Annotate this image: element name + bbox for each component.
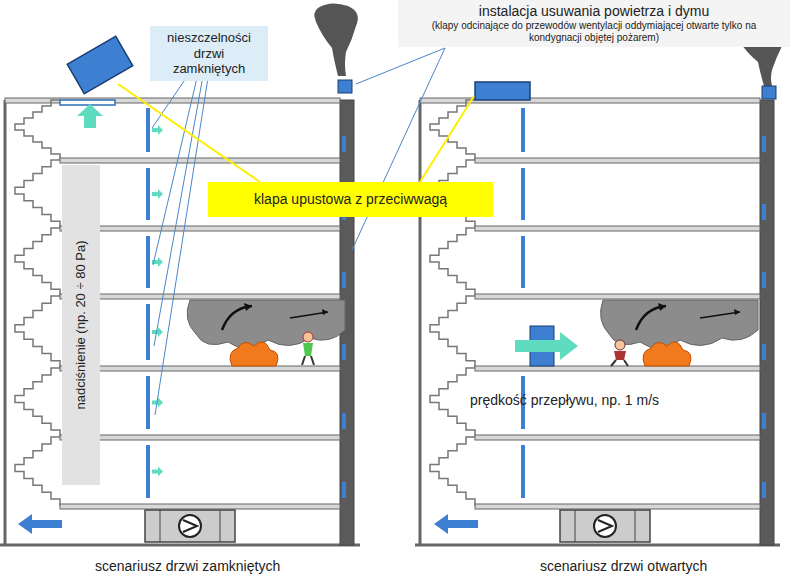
- intake-arrow: [434, 514, 478, 534]
- flow-velocity-label: prędkość przepływu, np. 1 m/s: [470, 392, 659, 408]
- floor-slab: [475, 158, 760, 163]
- stair-flight: [15, 437, 60, 506]
- exhaust-fan: [762, 86, 776, 99]
- shaft-damper: [342, 344, 346, 360]
- leader-lines: [152, 48, 445, 415]
- exhaust-fan: [338, 80, 352, 93]
- airflow-arrow: [77, 104, 103, 128]
- smoke-plume: [314, 3, 357, 76]
- ground-line: [415, 544, 780, 547]
- leak-arrow: [152, 467, 163, 477]
- floor-slab: [475, 366, 760, 371]
- leak-arrow: [152, 189, 163, 199]
- building-structure: [0, 98, 780, 545]
- open-flap: [67, 36, 132, 93]
- supply-fan: [145, 510, 235, 542]
- outer-wall: [419, 100, 422, 545]
- closed-door: [146, 445, 150, 498]
- stair-flight: [430, 437, 475, 506]
- callout-text: klapa upustowa z przeciwwagą: [214, 191, 487, 208]
- callout-text: instalacja usuwania powietrza i dymu: [406, 3, 782, 20]
- shaft-damper: [762, 204, 766, 220]
- callout-box: nieszczelności drzwi zamkniętych: [150, 26, 268, 81]
- closed-door: [146, 304, 150, 360]
- closed-door: [521, 168, 525, 220]
- airflow-arrow: [515, 332, 578, 360]
- fire: [230, 342, 278, 366]
- floor-slab: [475, 504, 760, 509]
- floor-slab: [60, 366, 340, 371]
- closed-door: [521, 108, 525, 152]
- floor-slab: [475, 294, 760, 299]
- stair-flight: [15, 160, 60, 228]
- floor-slab: [60, 226, 340, 231]
- floor-slab: [475, 226, 760, 231]
- closed-door: [146, 236, 150, 288]
- floor-slab: [475, 435, 760, 440]
- stair-flight: [430, 228, 475, 296]
- supply-fan: [560, 510, 650, 542]
- ground-line: [0, 544, 360, 547]
- closed-door: [521, 236, 525, 288]
- scenario-caption: scenariusz drzwi zamkniętych: [95, 558, 280, 574]
- callout-box: instalacja usuwania powietrza i dymu(kla…: [398, 0, 790, 47]
- smoke-cloud: [601, 300, 758, 349]
- closed-door: [521, 445, 525, 498]
- outer-wall: [4, 100, 7, 545]
- shaft-damper: [342, 482, 346, 498]
- callout-text: nadciśnienie (np. 20 ÷ 80 Pa): [73, 240, 89, 409]
- shaft-damper: [762, 482, 766, 498]
- shaft-damper: [342, 136, 346, 152]
- shaft-damper: [762, 344, 766, 360]
- stair-flight: [430, 368, 475, 437]
- stair-flight: [15, 228, 60, 296]
- pressure-band: nadciśnienie (np. 20 ÷ 80 Pa): [62, 165, 100, 485]
- callout-text: nieszczelności drzwi zamkniętych: [156, 30, 262, 77]
- floor-slab: [60, 294, 340, 299]
- roof-opening: [60, 100, 115, 105]
- shaft-damper: [762, 413, 766, 429]
- floor-slab: [60, 504, 340, 509]
- closed-flap: [475, 82, 530, 100]
- shaft-damper: [342, 272, 346, 288]
- shaft-damper: [762, 136, 766, 152]
- intake-arrow: [18, 514, 62, 534]
- closed-door: [146, 168, 150, 220]
- shaft-damper: [342, 413, 346, 429]
- stair-flight: [15, 100, 60, 160]
- shaft-damper: [762, 272, 766, 288]
- leak-arrow: [152, 125, 163, 135]
- closed-door: [146, 108, 150, 152]
- stair-flight: [15, 368, 60, 437]
- scenario-caption: scenariusz drzwi otwartych: [540, 558, 707, 574]
- leader-lines: [118, 84, 474, 182]
- floor-slab: [60, 158, 340, 163]
- smoke-cloud: [187, 300, 345, 349]
- callout-note: (klapy odcinające do przewodów wentylacj…: [406, 20, 782, 44]
- person: [611, 340, 628, 366]
- person: [302, 332, 314, 365]
- stair-flight: [430, 296, 475, 368]
- callout-box: klapa upustowa z przeciwwagą: [208, 182, 493, 217]
- floor-slab: [60, 435, 340, 440]
- smoke-shaft: [760, 100, 774, 545]
- stair-flight: [15, 296, 60, 368]
- fire: [643, 342, 691, 366]
- closed-door: [146, 376, 150, 429]
